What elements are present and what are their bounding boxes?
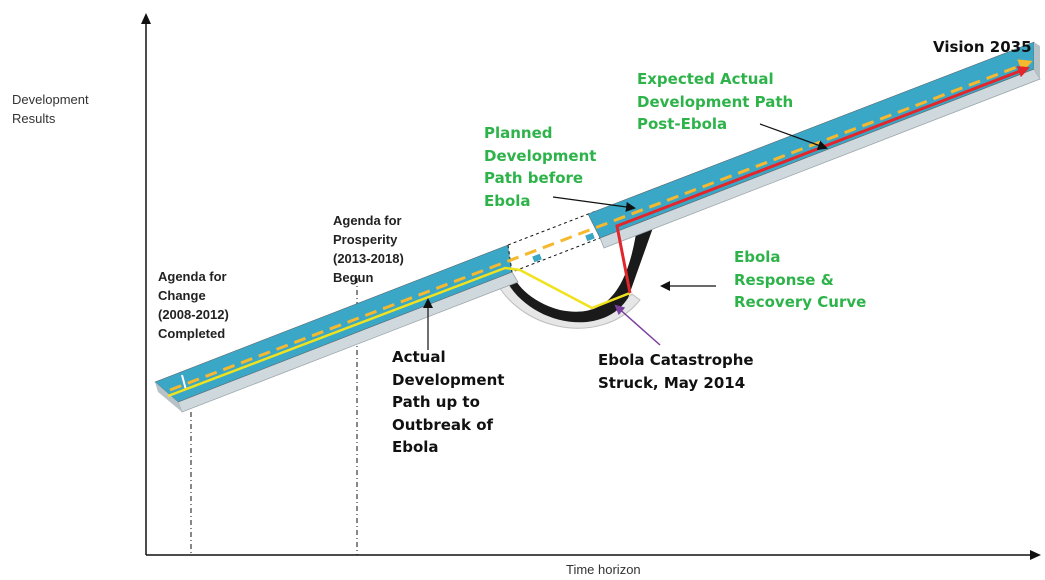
catastrophe-label-line: Ebola Catastrophe bbox=[598, 351, 754, 369]
expected-path-label-line: Development Path bbox=[637, 92, 794, 111]
actual-path-label-line: Path up to bbox=[392, 393, 480, 411]
road-upper bbox=[587, 41, 1041, 249]
prosperity-label-line: Prosperity bbox=[333, 231, 398, 247]
actual-path-label-line: Outbreak of bbox=[392, 415, 494, 434]
catastrophe-label: Ebola Catastrophe Struck, May 2014 bbox=[598, 349, 754, 394]
expected-path-label-line: Post-Ebola bbox=[637, 115, 728, 133]
change-label: Agenda for Change (2008-2012) Completed bbox=[158, 268, 229, 343]
vision-label: Vision 2035 bbox=[933, 38, 1032, 56]
change-label-line: Agenda for bbox=[158, 269, 227, 284]
planned-path-label-line: Ebola bbox=[484, 191, 531, 210]
y-axis-title: Development Results bbox=[12, 92, 89, 126]
prosperity-label-line: Agenda for bbox=[333, 213, 402, 228]
planned-path-label-line: Planned bbox=[484, 124, 553, 142]
response-curve-label-line: Ebola bbox=[734, 248, 781, 266]
response-curve-label: Ebola Response & Recovery Curve bbox=[734, 246, 866, 314]
prosperity-label-line: (2013-2018) bbox=[333, 250, 404, 266]
catastrophe-label-line: Struck, May 2014 bbox=[598, 373, 746, 392]
response-curve-label-line: Response & bbox=[734, 270, 834, 289]
y-axis-title-line: Development bbox=[12, 92, 89, 107]
recovery-curve bbox=[503, 220, 655, 323]
x-axis-arrowhead bbox=[1030, 550, 1041, 560]
change-label-line: (2008-2012) bbox=[158, 306, 229, 322]
expected-path-label-line: Expected Actual bbox=[637, 70, 774, 88]
post-ebola-path bbox=[615, 65, 1030, 294]
change-label-line: Completed bbox=[158, 325, 226, 341]
planned-path bbox=[169, 59, 1033, 392]
actual-path-label-line: Ebola bbox=[392, 438, 439, 456]
actual-path-label-line: Actual bbox=[392, 348, 446, 366]
change-label-line: Change bbox=[158, 287, 206, 303]
prosperity-label-line: Begun bbox=[333, 269, 374, 285]
planned-path-label-line: Development bbox=[484, 146, 597, 165]
x-axis-title: Time horizon bbox=[566, 562, 641, 577]
prosperity-label: Agenda for Prosperity (2013-2018) Begun bbox=[333, 212, 404, 287]
y-axis-arrowhead bbox=[141, 13, 151, 24]
planned-pointer bbox=[552, 196, 636, 212]
y-axis-title-line: Results bbox=[12, 111, 56, 126]
actual-path-label-line: Development bbox=[392, 370, 505, 389]
actual-path bbox=[167, 266, 631, 398]
response-curve-label-line: Recovery Curve bbox=[734, 293, 867, 311]
actual-path-label: Actual Development Path up to Outbreak o… bbox=[392, 346, 504, 459]
planned-path-label-line: Path before bbox=[484, 169, 584, 187]
planned-path-label: Planned Development Path before Ebola bbox=[484, 122, 596, 212]
catastrophe-pointer bbox=[614, 304, 661, 346]
expected-path-label: Expected Actual Development Path Post-Eb… bbox=[637, 68, 793, 136]
expected-pointer bbox=[759, 123, 828, 150]
